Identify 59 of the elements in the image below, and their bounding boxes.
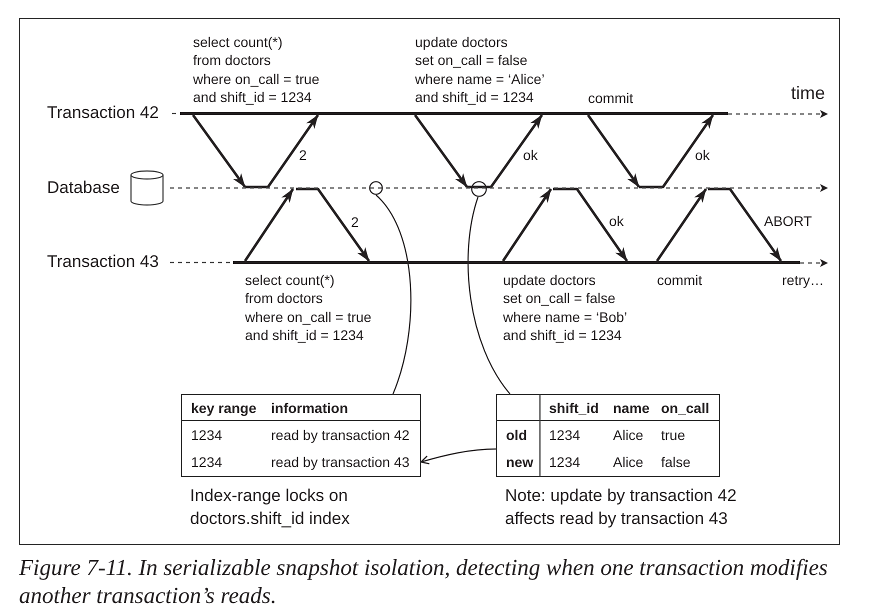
edge-label: 2 — [351, 213, 359, 232]
lane-label: Transaction 42 — [47, 103, 159, 123]
lane-label: Database — [47, 178, 120, 198]
edge-label: ABORT — [764, 212, 812, 230]
data-table — [181, 394, 421, 477]
leader-line — [468, 196, 510, 394]
column-heading: name — [613, 400, 650, 416]
edge-label: 2 — [299, 146, 307, 164]
message-arrow — [708, 188, 782, 262]
message-arrow — [639, 114, 714, 188]
edge-label: ok — [695, 146, 710, 164]
table-value: 1234 — [549, 426, 580, 444]
column-heading: information — [271, 400, 348, 416]
message-arrow — [414, 114, 468, 188]
message-arrow — [244, 188, 294, 262]
message-arrow — [553, 188, 628, 262]
query-label: select count(*) from doctors where on_call = true and shift_id = 1234 — [193, 33, 320, 106]
query-label: update doctors set on_call = false where name = ‘Bob’ and shift_id = 1234 — [503, 271, 628, 344]
circle-marker — [369, 181, 383, 195]
column-heading: key range — [191, 400, 256, 416]
message-arrow — [502, 188, 552, 262]
row-heading: new — [506, 454, 534, 471]
axis-label: time — [791, 84, 826, 102]
timeline — [170, 187, 800, 189]
message-arrow — [296, 188, 370, 262]
edge-label: ok — [609, 212, 624, 230]
table-value: read by transaction 42 — [271, 426, 410, 444]
circle-marker — [471, 181, 487, 197]
edge-label: commit — [588, 89, 634, 108]
table-value: 1234 — [191, 426, 222, 444]
query-label: select count(*) from doctors where on_call = true and shift_id = 1234 — [245, 271, 372, 344]
column-heading: shift_id — [549, 400, 599, 416]
table-caption: Index-range locks on doctors.shift_id index — [190, 485, 351, 530]
message-arrow — [192, 114, 246, 188]
table-caption: Note: update by transaction 42 affects read by transaction 43 — [505, 485, 738, 530]
edge-label: commit — [657, 271, 702, 290]
table-value: Alice — [613, 426, 644, 444]
row-heading: old — [506, 426, 527, 444]
data-table — [496, 394, 720, 477]
table-value: true — [661, 426, 686, 444]
figure-caption: Figure 7-11. In serializable snapshot isolation, detecting when one transaction modifies another transaction’s reads. — [19, 554, 829, 610]
table-value: 1234 — [191, 454, 222, 471]
table-value: 1234 — [549, 454, 580, 471]
note-label: retry… — [782, 271, 824, 289]
table-value: Alice — [613, 454, 644, 471]
timeline — [172, 112, 728, 115]
message-arrow — [245, 114, 320, 188]
message-arrow — [656, 188, 708, 262]
message-arrow — [586, 114, 640, 188]
message-arrow — [467, 114, 544, 188]
query-label: update doctors set on_call = false where name = ‘Alice’ and shift_id = 1234 — [415, 33, 545, 106]
edge-label: ok — [523, 146, 538, 164]
table-value: read by transaction 43 — [271, 454, 410, 471]
leader-line — [376, 194, 412, 394]
column-heading: on_call — [661, 400, 710, 416]
table-value: false — [661, 454, 691, 471]
curved-arrow — [420, 448, 496, 464]
timeline — [170, 261, 800, 264]
lane-label: Transaction 43 — [47, 252, 159, 272]
